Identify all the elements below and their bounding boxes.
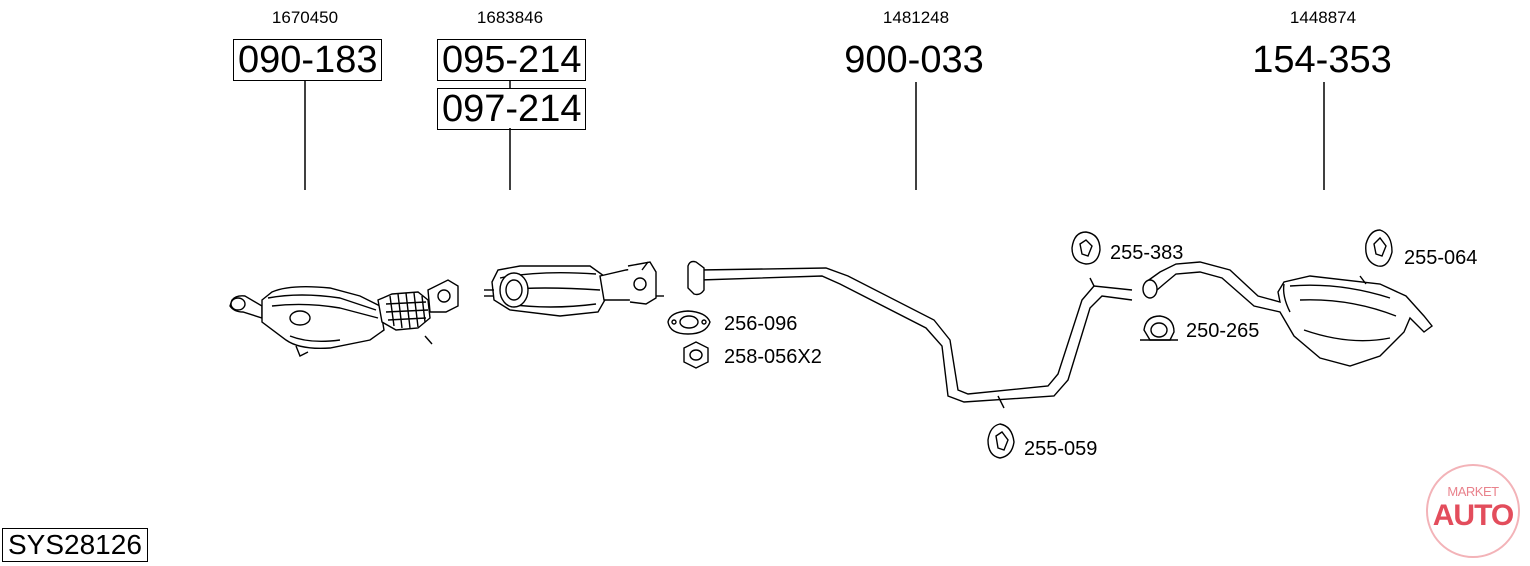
nut-part [683,341,709,369]
front-catalyst-part [229,279,459,357]
label-hanger-a[interactable]: 255-383 [1110,242,1184,264]
oem-number-2: 1683846 [476,8,544,27]
label-gasket[interactable]: 256-096 [724,313,798,335]
label-hanger-c[interactable]: 255-059 [1024,438,1098,460]
hanger-b-part [1365,229,1393,267]
label-nut[interactable]: 258-056X2 [724,346,822,368]
dpf-part [484,261,664,317]
market-auto-logo: MARKET AUTO [1426,464,1520,558]
oem-number-3: 1481248 [882,8,950,27]
part-code-dpf[interactable]: 095-214 [437,39,587,81]
oem-number-1: 1670450 [271,8,339,27]
gasket-part [667,310,711,335]
system-code: SYS28126 [2,528,148,562]
hanger-a-part [1071,231,1101,265]
part-code-middle-pipe[interactable]: 900-033 [844,39,984,81]
label-hanger-b[interactable]: 255-064 [1404,247,1478,269]
label-clamp[interactable]: 250-265 [1186,320,1260,342]
logo-text-bottom: AUTO [1432,499,1514,532]
hanger-c-part [987,423,1015,459]
oem-number-4: 1448874 [1289,8,1357,27]
rear-silencer-part [1142,261,1433,367]
clamp-part [1140,315,1178,341]
part-code-front-catalyst[interactable]: 090-183 [233,39,383,81]
part-code-rear-silencer[interactable]: 154-353 [1252,39,1392,81]
part-code-dpf-alt[interactable]: 097-214 [437,88,587,130]
logo-text-top: MARKET [1447,484,1499,499]
middle-pipe-part [687,260,1133,409]
